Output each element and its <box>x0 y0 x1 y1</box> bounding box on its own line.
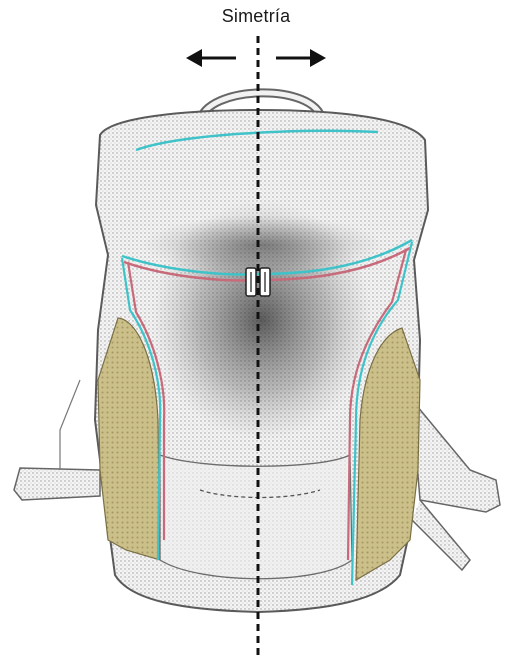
lower-front-panel <box>160 455 352 579</box>
shoulder-strap-right <box>412 400 500 570</box>
shoulder-strap-left <box>14 380 100 500</box>
arrow-right-icon <box>276 49 326 67</box>
arrow-left-icon <box>186 49 236 67</box>
